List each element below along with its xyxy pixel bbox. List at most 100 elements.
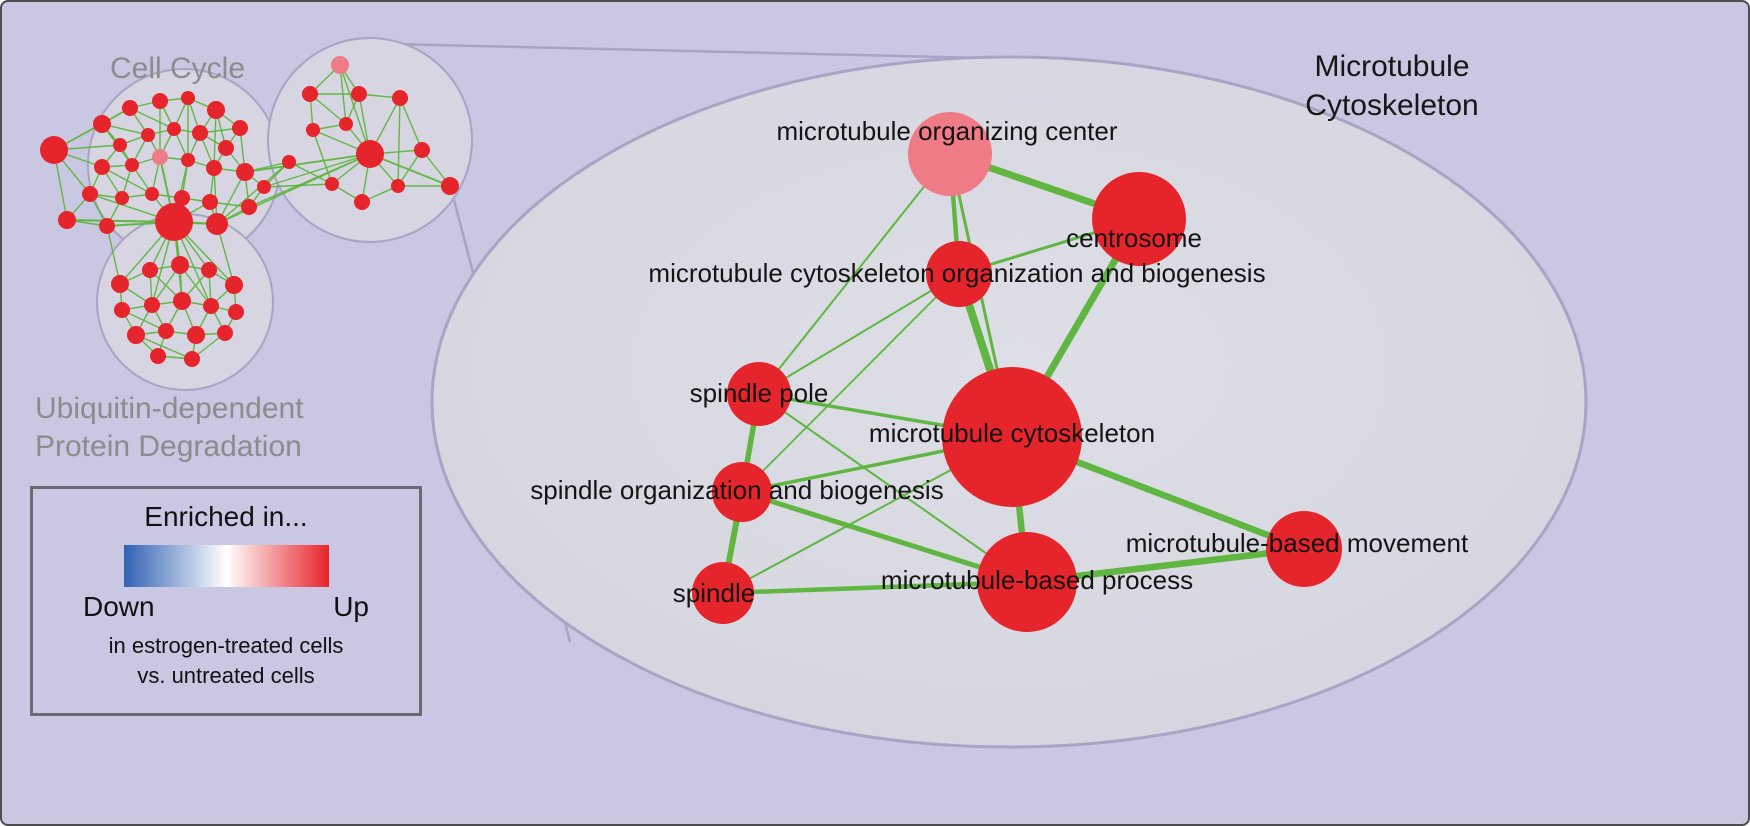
overview-node bbox=[152, 93, 168, 109]
overview-edge bbox=[129, 107, 175, 130]
node-label-moc: microtubule organizing center bbox=[776, 116, 1117, 146]
node-spindle_org bbox=[712, 462, 772, 522]
title-line2: Cytoskeleton bbox=[1305, 89, 1479, 122]
cell-cycle-cluster-label: Cell Cycle bbox=[110, 52, 246, 85]
overview-node bbox=[192, 125, 208, 141]
overview-edge bbox=[106, 225, 121, 285]
overview-edge bbox=[213, 109, 217, 169]
legend-down-label: Down bbox=[83, 591, 155, 622]
overview-node bbox=[228, 304, 244, 320]
node-centrosome bbox=[1092, 172, 1186, 266]
edge-mcob-spindle_org bbox=[741, 273, 960, 493]
overview-edge bbox=[244, 153, 371, 173]
overview-node bbox=[181, 91, 195, 105]
overview-node bbox=[414, 142, 430, 158]
overview-node bbox=[391, 179, 405, 193]
overview-node bbox=[354, 194, 370, 210]
overview-node bbox=[217, 325, 233, 341]
overview-edge bbox=[369, 153, 451, 187]
overview-node bbox=[225, 276, 243, 294]
overview-edge bbox=[399, 97, 423, 151]
overview-node bbox=[187, 326, 205, 344]
node-mt_cyto bbox=[942, 367, 1082, 507]
overview-node bbox=[144, 297, 160, 313]
node-label-centrosome: centrosome bbox=[1066, 223, 1202, 253]
overview-node bbox=[152, 149, 168, 165]
node-spindle_pole bbox=[727, 362, 791, 426]
overview-node bbox=[94, 159, 110, 175]
node-label-spindle: spindle bbox=[673, 578, 755, 608]
overview-node bbox=[142, 262, 158, 278]
overview-node bbox=[206, 160, 222, 176]
edge-spindle-mt_proc bbox=[722, 579, 1028, 596]
overview-node bbox=[114, 302, 130, 318]
ubiquitin-label-line1: Ubiquitin-dependent bbox=[35, 392, 304, 425]
overview-node bbox=[171, 256, 189, 274]
overview-node bbox=[207, 101, 225, 119]
overview-node bbox=[181, 153, 195, 167]
overview-node bbox=[111, 275, 129, 293]
overview-node bbox=[201, 262, 217, 278]
overview-node bbox=[115, 191, 129, 205]
overview-node bbox=[127, 326, 145, 344]
overview-node bbox=[441, 177, 459, 195]
overview-node bbox=[306, 123, 320, 137]
overview-edge bbox=[135, 334, 193, 360]
node-label-mcob: microtubule cytoskeleton organization an… bbox=[648, 258, 1265, 288]
node-label-spindle_org: spindle organization and biogenesis bbox=[530, 475, 943, 505]
node-moc bbox=[908, 112, 992, 196]
overview-cluster-circles bbox=[87, 37, 473, 391]
overview-node bbox=[93, 115, 111, 133]
overview-edge bbox=[263, 153, 371, 188]
microtubule-cytoskeleton-title: Microtubule Cytoskeleton bbox=[1282, 47, 1502, 125]
ubiquitin-cluster-label: Ubiquitin-dependent Protein Degradation bbox=[35, 390, 304, 465]
overview-node bbox=[158, 323, 174, 339]
overview-node bbox=[206, 213, 228, 235]
overview-node bbox=[232, 120, 248, 136]
overview-node bbox=[218, 140, 234, 156]
node-label-spindle_pole: spindle pole bbox=[690, 378, 829, 408]
overview-node bbox=[203, 298, 219, 314]
overview-node bbox=[202, 194, 218, 210]
legend-caption-line1: in estrogen-treated cells bbox=[108, 633, 344, 658]
edge-mcob-spindle_pole bbox=[758, 273, 960, 395]
title-line1: Microtubule bbox=[1314, 50, 1470, 83]
overview-node bbox=[141, 128, 155, 142]
node-label-mt_cyto: microtubule cytoskeleton bbox=[869, 418, 1155, 448]
overview-node bbox=[40, 136, 68, 164]
overview-edge bbox=[397, 97, 401, 187]
overview-node bbox=[241, 199, 257, 215]
overview-node bbox=[331, 56, 349, 74]
overview-node bbox=[184, 351, 200, 367]
overview-node bbox=[155, 203, 193, 241]
node-label-mt_move: microtubule-based movement bbox=[1126, 528, 1469, 558]
node-spindle bbox=[692, 562, 754, 624]
overview-node bbox=[125, 158, 139, 172]
overview-node bbox=[257, 180, 271, 194]
ubiquitin-label-line2: Protein Degradation bbox=[35, 429, 302, 463]
legend-up-label: Up bbox=[333, 591, 369, 622]
overview-node bbox=[282, 155, 296, 169]
overview-node bbox=[122, 100, 138, 116]
legend-axis-labels: Down Up bbox=[83, 591, 369, 623]
overview-node bbox=[173, 292, 191, 310]
overview-node bbox=[236, 163, 254, 181]
overview-node bbox=[174, 190, 190, 206]
overview-node bbox=[82, 186, 98, 202]
overview-node bbox=[325, 177, 339, 191]
overview-node bbox=[167, 122, 181, 136]
overview-nodes bbox=[40, 56, 459, 367]
legend-caption-line2: vs. untreated cells bbox=[137, 662, 315, 688]
overview-node bbox=[302, 86, 318, 102]
overview-node bbox=[392, 90, 408, 106]
node-mt_move bbox=[1266, 511, 1342, 587]
overview-node bbox=[58, 211, 76, 229]
detail-node-labels: microtubule organizing center centrosome m… bbox=[530, 116, 1469, 608]
overview-node bbox=[145, 187, 159, 201]
overview-edge bbox=[312, 129, 333, 185]
overview-edge bbox=[339, 64, 371, 155]
node-mcob bbox=[926, 241, 992, 307]
edge-moc-spindle_pole bbox=[758, 153, 951, 395]
